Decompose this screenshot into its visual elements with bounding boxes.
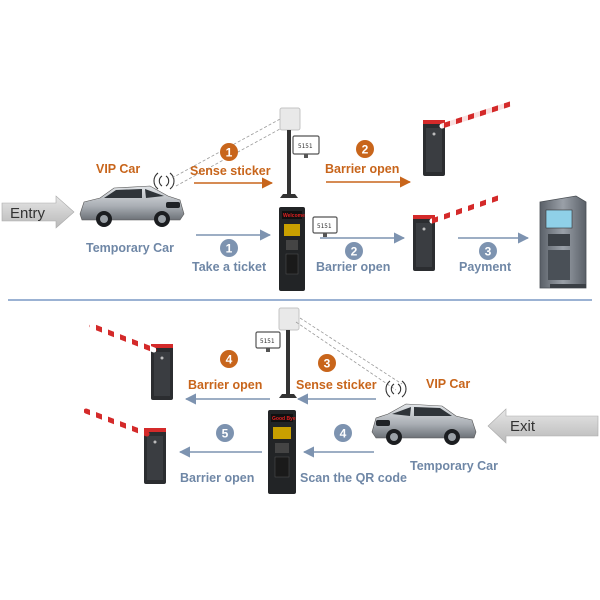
svg-text:Good Bye: Good Bye: [272, 416, 296, 422]
car-icon: [79, 185, 185, 228]
svg-text:1: 1: [226, 146, 233, 160]
svg-text:5151: 5151: [260, 338, 275, 345]
entry-temp-step-2-label: Barrier open: [316, 260, 390, 274]
monitor-icon: 5151: [312, 216, 338, 237]
entry-vip-step-2-badge: [356, 140, 374, 158]
exit-temp-step-4-label: Scan the QR code: [300, 471, 407, 485]
exit-temp-step-4-badge: [334, 424, 352, 442]
exit-temp-step-5-label: Barrier open: [180, 471, 254, 485]
payment-kiosk-icon: [539, 195, 587, 289]
exit-vip-step-4-badge: [220, 350, 238, 368]
ticket-terminal-icon: Good Bye: [268, 410, 296, 494]
entry-temp-step-2-badge: [345, 242, 363, 260]
monitor-icon: 5151: [255, 331, 281, 352]
monitor-icon: 5151: [292, 135, 320, 158]
entry-temp-step-1-label: Take a ticket: [192, 260, 267, 274]
entry-label: Entry: [10, 205, 46, 222]
exit-arrow: [487, 408, 599, 444]
barrier-gate-icon: [89, 323, 173, 400]
ticket-terminal-icon: Welcome: [279, 207, 305, 291]
entry-temp-step-3-label: Payment: [459, 260, 512, 274]
svg-text:5151: 5151: [298, 143, 313, 150]
entry-arrow: [1, 195, 75, 229]
car-icon: [371, 403, 477, 446]
exit-vip-step-4-label: Barrier open: [188, 378, 262, 392]
svg-text:Welcome: Welcome: [283, 213, 305, 219]
entry-vip-step-1-label: Sense sticker: [190, 164, 271, 178]
exit-temporary-label: Temporary Car: [410, 459, 498, 473]
entry-temp-step-1-badge: [220, 239, 238, 257]
svg-text:3: 3: [324, 357, 331, 371]
svg-text:1: 1: [226, 242, 233, 256]
svg-text:5151: 5151: [317, 223, 332, 230]
rfid-reader-icon: [279, 107, 301, 198]
svg-text:2: 2: [351, 245, 358, 259]
exit-vip-label: VIP Car: [426, 377, 470, 391]
rfid-reader-icon: [278, 307, 300, 398]
exit-vip-step-3-badge: [318, 354, 336, 372]
exit-temp-step-5-badge: [216, 424, 234, 442]
barrier-gate-icon: [83, 408, 166, 484]
entry-temp-step-3-badge: [479, 242, 497, 260]
sensing-lines: [295, 317, 403, 391]
exit-label: Exit: [510, 418, 536, 435]
svg-text:4: 4: [226, 353, 233, 367]
entry-vip-step-2-label: Barrier open: [325, 162, 399, 176]
wireless-signal-icon: [385, 380, 407, 398]
barrier-gate-icon: [413, 195, 501, 271]
entry-vip-label: VIP Car: [96, 162, 140, 176]
svg-text:2: 2: [362, 143, 369, 157]
exit-vip-step-3-label: Sense sticker: [296, 378, 377, 392]
entry-vip-step-1-badge: [220, 143, 238, 161]
wireless-signal-icon: [153, 172, 175, 190]
svg-text:4: 4: [340, 427, 347, 441]
entry-temporary-label: Temporary Car: [86, 241, 174, 255]
svg-text:3: 3: [485, 245, 492, 259]
svg-text:5: 5: [222, 427, 229, 441]
barrier-gate-icon: [423, 101, 513, 176]
